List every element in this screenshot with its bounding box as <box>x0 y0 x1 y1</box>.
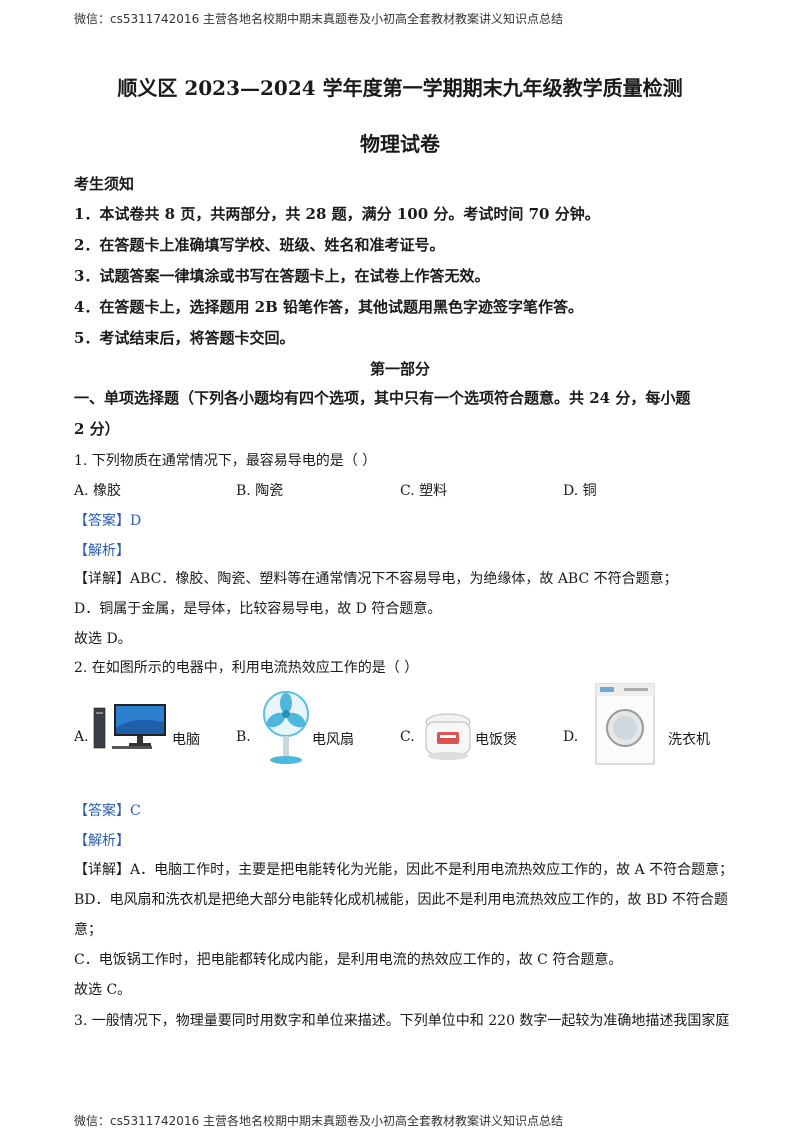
notice-heading: 考生须知 <box>74 175 135 193</box>
q2-option-a-label: 电脑 <box>172 732 200 748</box>
computer-icon <box>92 702 170 754</box>
q1-detail: D．铜属于金属，是导体，比较容易导电，故 D 符合题意。 <box>74 601 442 617</box>
exam-title: 顺义区 2023—2024 学年度第一学期期末九年级教学质量检测 <box>117 76 683 100</box>
q1-option-c: C. 塑料 <box>400 483 448 499</box>
q1-analysis-label: 【解析】 <box>74 543 130 559</box>
q1-option-d: D. 铜 <box>563 483 597 499</box>
q2-detail: C．电饭锅工作时，把电能都转化成内能，是利用电流的热效应工作的，故 C 符合题意… <box>74 952 623 968</box>
part-heading: 第一部分 <box>369 360 430 378</box>
q1-option-b: B. 陶瓷 <box>236 483 284 499</box>
q2-detail: 故选 C。 <box>74 982 132 998</box>
q2-option-c-label: 电饭煲 <box>475 732 517 748</box>
q1-option-a: A. 橡胶 <box>74 483 122 499</box>
q1-detail: 【详解】ABC．橡胶、陶瓷、塑料等在通常情况下不容易导电，为绝缘体，故 ABC … <box>74 571 678 587</box>
q1-detail: 故选 D。 <box>74 631 132 647</box>
section-heading-cont: 2 分） <box>74 420 120 438</box>
q2-detail: 意； <box>74 922 102 938</box>
q3-stem: 3. 一般情况下，物理量要同时用数字和单位来描述。下列单位中和 220 数字一起… <box>74 1013 730 1029</box>
q2-option-d-label: 洗衣机 <box>668 732 710 748</box>
notice-item: 2．在答题卡上准确填写学校、班级、姓名和准考证号。 <box>74 236 445 254</box>
q2-option-c-letter: C. <box>400 729 415 745</box>
notice-item: 4．在答题卡上，选择题用 2B 铅笔作答，其他试题用黑色字迹签字笔作答。 <box>74 298 583 316</box>
q2-analysis-label: 【解析】 <box>74 833 130 849</box>
notice-item: 3．试题答案一律填涂或书写在答题卡上，在试卷上作答无效。 <box>74 267 490 285</box>
section-heading: 一、单项选择题（下列各小题均有四个选项，其中只有一个选项符合题意。共 24 分，… <box>74 389 691 407</box>
q2-detail: BD．电风扇和洗衣机是把绝大部分电能转化成机械能，因此不是利用电流热效应工作的，… <box>74 892 728 908</box>
notice-item: 1．本试卷共 8 页，共两部分，共 28 题，满分 100 分。考试时间 70 … <box>74 205 600 223</box>
q2-option-d-letter: D. <box>563 729 579 745</box>
fan-icon <box>258 690 314 770</box>
q2-option-a-letter: A. <box>74 729 89 745</box>
q2-answer: 【答案】C <box>74 803 141 819</box>
q2-option-b-label: 电风扇 <box>312 732 354 748</box>
notice-item: 5．考试结束后，将答题卡交回。 <box>74 329 295 347</box>
washing-machine-icon <box>590 682 660 770</box>
q2-stem: 2. 在如图所示的电器中，利用电流热效应工作的是（ ） <box>74 660 419 676</box>
page-header: 微信：cs5311742016 主营各地名校期中期末真题卷及小初高全套教材教案讲… <box>74 12 564 26</box>
rice-cooker-icon <box>422 710 474 766</box>
page-footer: 微信：cs5311742016 主营各地名校期中期末真题卷及小初高全套教材教案讲… <box>74 1114 564 1128</box>
q2-option-b-letter: B. <box>236 729 251 745</box>
q1-answer: 【答案】D <box>74 513 142 529</box>
q1-stem: 1. 下列物质在通常情况下，最容易导电的是（ ） <box>74 453 377 469</box>
q2-detail: 【详解】A．电脑工作时，主要是把电能转化为光能，因此不是利用电流热效应工作的，故… <box>74 862 734 878</box>
exam-subtitle: 物理试卷 <box>360 132 440 156</box>
